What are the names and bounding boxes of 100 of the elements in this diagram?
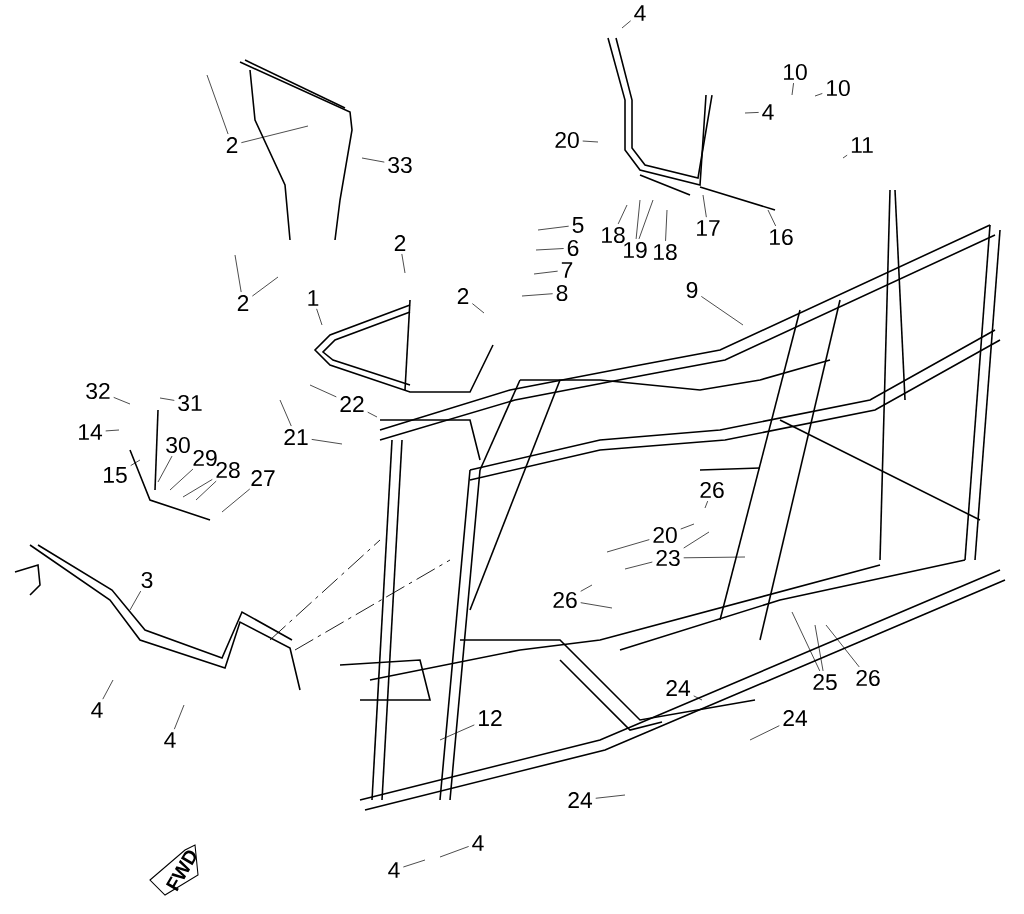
leader-line — [129, 590, 142, 611]
callout-number: 16 — [770, 228, 793, 246]
callout-number: 3 — [141, 571, 153, 589]
callout-number: 24 — [783, 710, 808, 726]
callout-number: 2 — [457, 288, 469, 304]
callout-number: 25 — [813, 673, 837, 691]
leader-line — [403, 859, 426, 868]
callout-number: 2 — [237, 295, 249, 311]
leader-line — [595, 794, 626, 799]
callout-number: 26 — [700, 481, 724, 499]
leader-line — [701, 296, 744, 326]
callout-number: 4 — [762, 104, 774, 120]
leader-line — [702, 194, 707, 218]
leader-line — [624, 561, 653, 570]
leader-line — [621, 20, 631, 29]
leader-line — [279, 399, 292, 427]
leader-line — [791, 82, 794, 96]
leader-line — [234, 254, 242, 293]
callout-number: 2 — [394, 235, 406, 251]
leader-line — [439, 846, 470, 858]
callout-number: 27 — [251, 470, 275, 486]
leader-line — [665, 209, 668, 242]
callout-number: 15 — [104, 467, 127, 483]
callout-number: 20 — [555, 131, 579, 149]
leader-line — [683, 531, 710, 549]
callout-number: 21 — [284, 429, 308, 445]
leader-line — [157, 455, 173, 483]
leader-line — [182, 479, 213, 498]
leader-line — [582, 140, 599, 143]
callout-number: 1 — [308, 290, 319, 306]
callout-number: 28 — [216, 461, 240, 479]
callout-number: 12 — [479, 710, 502, 726]
leader-line — [537, 225, 569, 231]
callout-number: 23 — [656, 549, 680, 567]
callout-number: 30 — [166, 436, 190, 454]
leader-line — [195, 480, 217, 501]
leader-line — [704, 500, 709, 509]
leader-line — [311, 439, 343, 445]
leader-line — [680, 523, 695, 530]
leader-line — [309, 384, 337, 398]
leader-line — [206, 74, 229, 135]
leader-line — [401, 253, 406, 274]
callout-number: 29 — [193, 449, 217, 467]
leader-line — [638, 199, 654, 240]
leader-line — [105, 429, 120, 432]
callout-number: 5 — [572, 217, 584, 233]
leader-line — [221, 488, 251, 513]
leader-line — [580, 584, 593, 592]
leader-line — [169, 468, 194, 491]
leader-line — [472, 303, 485, 314]
callout-number: 4 — [164, 732, 176, 748]
leader-line — [241, 125, 309, 143]
callout-number: 33 — [388, 156, 412, 174]
leader-line — [791, 611, 821, 672]
callout-number: 32 — [86, 382, 110, 400]
callout-number: 24 — [568, 792, 593, 808]
leader-line — [535, 248, 564, 251]
callout-number: 4 — [472, 835, 484, 851]
leader-line — [617, 204, 628, 225]
leader-line — [159, 397, 175, 401]
callout-number: 31 — [178, 394, 202, 412]
callout-number: 4 — [91, 702, 103, 718]
callout-number: 26 — [856, 669, 880, 687]
callout-number: 4 — [634, 5, 646, 21]
callout-number: 2 — [226, 137, 238, 153]
leader-line — [316, 308, 323, 326]
leader-line — [744, 112, 759, 114]
leader-line — [252, 276, 279, 297]
leader-line — [130, 459, 141, 466]
callout-number: 18 — [602, 226, 625, 244]
leader-line — [102, 679, 114, 700]
callout-number: 10 — [827, 79, 850, 97]
callout-number: 11 — [851, 137, 873, 153]
callout-number: 14 — [79, 424, 103, 440]
callout-number: 4 — [388, 862, 400, 878]
leader-line — [814, 93, 823, 97]
leader-line — [749, 725, 780, 741]
callout-number: 20 — [653, 526, 677, 544]
leader-line — [533, 270, 558, 275]
leader-line — [814, 624, 824, 672]
callout-number: 17 — [697, 220, 720, 236]
leader-line — [606, 539, 650, 553]
leader-line — [361, 157, 385, 163]
callout-number: 19 — [624, 241, 647, 259]
leader-line — [367, 411, 378, 418]
callout-number: 18 — [654, 243, 677, 261]
callout-number: 22 — [340, 396, 364, 412]
callout-number: 6 — [567, 239, 579, 257]
callout-number: 10 — [784, 63, 807, 81]
leader-line — [693, 695, 703, 701]
leader-line — [174, 704, 185, 730]
callout-number: 8 — [556, 284, 568, 302]
leader-line — [825, 624, 860, 668]
leader-line — [580, 602, 613, 609]
callout-number: 26 — [553, 591, 577, 609]
leader-line — [439, 724, 475, 741]
leader-line — [113, 397, 131, 405]
leader-line — [842, 154, 848, 159]
leader-line — [521, 293, 553, 297]
leader-line — [635, 199, 641, 240]
